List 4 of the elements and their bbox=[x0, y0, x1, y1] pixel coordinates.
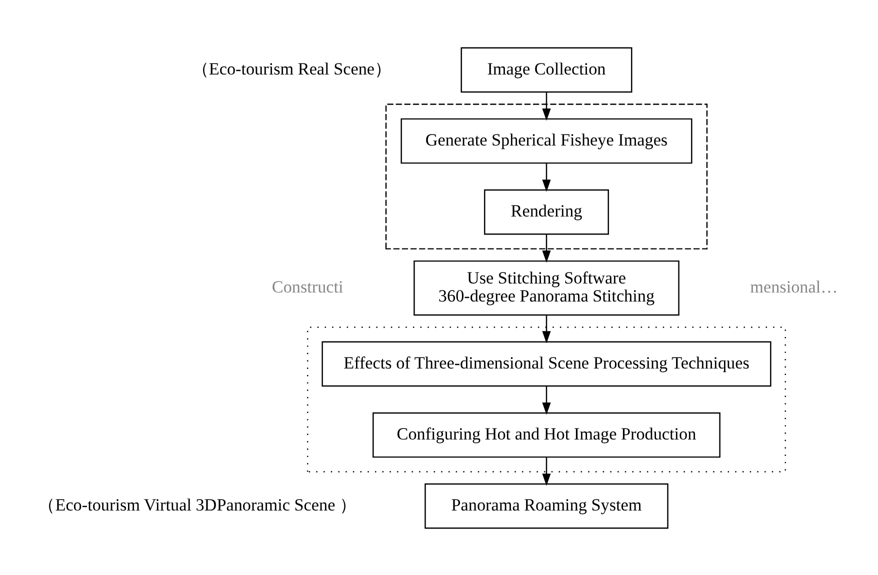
label: mensional… bbox=[750, 277, 838, 296]
label: （Eco-tourism Real Scene） bbox=[192, 58, 392, 78]
label: Constructi bbox=[272, 277, 344, 296]
label: （Eco-tourism Virtual 3DPanoramic Scene ） bbox=[38, 495, 356, 514]
